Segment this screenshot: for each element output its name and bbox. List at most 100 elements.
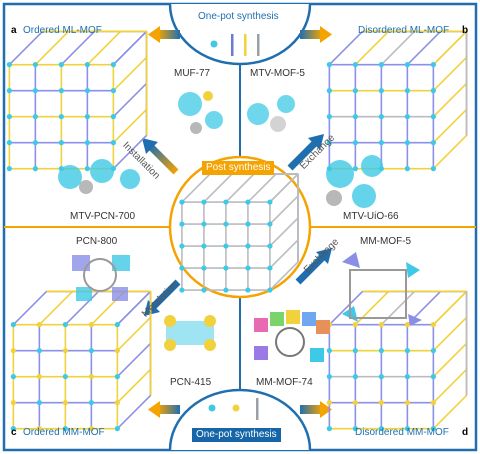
- lattice-node: [6, 114, 12, 120]
- lattice-linker: [116, 394, 152, 430]
- lattice-node: [10, 400, 16, 406]
- lattice-linker: [116, 342, 152, 378]
- lattice-node: [430, 62, 436, 68]
- lattice-node: [110, 88, 116, 94]
- lattice-node: [378, 140, 384, 146]
- lattice-node: [430, 374, 436, 380]
- lattice-node: [201, 199, 207, 205]
- lattice-node: [404, 140, 410, 146]
- lattice-node: [326, 400, 332, 406]
- arrow-to-a-head: [148, 26, 160, 43]
- lattice-node: [10, 374, 16, 380]
- yellow-node-icon: [232, 404, 240, 412]
- lattice-node: [201, 221, 207, 227]
- panel-c-tag: c: [11, 427, 17, 438]
- lattice-linker: [432, 394, 468, 430]
- panel-a-tag: a: [11, 25, 17, 36]
- lattice-node: [179, 221, 185, 227]
- lattice-node: [267, 265, 273, 271]
- lattice-node: [245, 221, 251, 227]
- lattice-node: [88, 374, 94, 380]
- lattice-node: [58, 88, 64, 94]
- lattice-node: [114, 400, 120, 406]
- lattice-node: [326, 140, 332, 146]
- lattice-node: [88, 348, 94, 354]
- lattice-linker: [112, 108, 148, 144]
- lattice-node: [88, 426, 94, 432]
- lattice-node: [62, 400, 68, 406]
- ordered-mm-mof-lattice: [10, 290, 152, 432]
- lattice-node: [326, 88, 332, 94]
- lattice-node: [378, 426, 384, 432]
- lattice-node: [352, 140, 358, 146]
- lattice-node: [404, 348, 410, 354]
- panel-d-title: Disordered MM-MOF: [355, 427, 449, 438]
- lattice-linker: [60, 30, 96, 66]
- lattice-node: [223, 243, 229, 249]
- lattice-node: [32, 140, 38, 146]
- lattice-node: [430, 88, 436, 94]
- lattice-node: [378, 88, 384, 94]
- mtv-mof5-structure-icon: [247, 95, 295, 132]
- lattice-node: [352, 166, 358, 172]
- lattice-node: [179, 287, 185, 293]
- lattice-node: [58, 140, 64, 146]
- lattice-node: [430, 348, 436, 354]
- lattice-node: [245, 199, 251, 205]
- lattice-node: [430, 140, 436, 146]
- lattice-node: [378, 62, 384, 68]
- lattice-node: [404, 374, 410, 380]
- lattice-node: [326, 426, 332, 432]
- lattice-linker: [432, 290, 468, 326]
- lattice-node: [62, 374, 68, 380]
- lattice-node: [179, 265, 185, 271]
- lattice-node: [32, 88, 38, 94]
- lattice-linker: [432, 316, 468, 352]
- lattice-linker: [432, 56, 468, 92]
- lattice-node: [404, 426, 410, 432]
- lattice-linker: [116, 316, 152, 352]
- pcn415-structure-icon: [164, 315, 216, 351]
- lattice-node: [84, 62, 90, 68]
- lattice-node: [352, 400, 358, 406]
- lattice-node: [62, 426, 68, 432]
- lattice-node: [326, 62, 332, 68]
- disordered-mm-mof-lattice: [326, 290, 468, 432]
- arrow-to-c-head: [148, 401, 160, 418]
- lattice-node: [114, 322, 120, 328]
- cyan-node-icon: [208, 404, 216, 412]
- installation-arrow: [142, 138, 179, 175]
- lattice-node: [352, 348, 358, 354]
- lattice-linker: [247, 173, 277, 203]
- lattice-linker: [64, 290, 100, 326]
- lattice-linker: [86, 30, 122, 66]
- lattice-node: [6, 166, 12, 172]
- lattice-node: [36, 426, 42, 432]
- lattice-node: [58, 62, 64, 68]
- lattice-node: [352, 322, 358, 328]
- lattice-node: [32, 166, 38, 172]
- lattice-node: [62, 348, 68, 354]
- lattice-node: [326, 348, 332, 354]
- lattice-node: [84, 166, 90, 172]
- lattice-node: [245, 265, 251, 271]
- mtv-uio66-structure-icon: [326, 155, 383, 208]
- lattice-linker: [432, 368, 468, 404]
- lattice-node: [10, 322, 16, 328]
- panel-b-title: Disordered ML-MOF: [358, 25, 450, 36]
- lattice-node: [10, 348, 16, 354]
- lattice-node: [201, 287, 207, 293]
- lattice-linker: [328, 290, 364, 326]
- lattice-node: [6, 62, 12, 68]
- panel-c-title: Ordered MM-MOF: [23, 427, 105, 438]
- lattice-node: [179, 243, 185, 249]
- label-pcn800: PCN-800: [76, 236, 118, 247]
- lattice-linker: [432, 342, 468, 378]
- lattice-linker: [116, 368, 152, 404]
- label-mtv-mof5: MTV-MOF-5: [250, 68, 305, 79]
- lattice-node: [36, 400, 42, 406]
- lattice-node: [223, 287, 229, 293]
- label-mtv-pcn700: MTV-PCN-700: [70, 211, 136, 222]
- center-label: Post synthesis: [202, 161, 275, 175]
